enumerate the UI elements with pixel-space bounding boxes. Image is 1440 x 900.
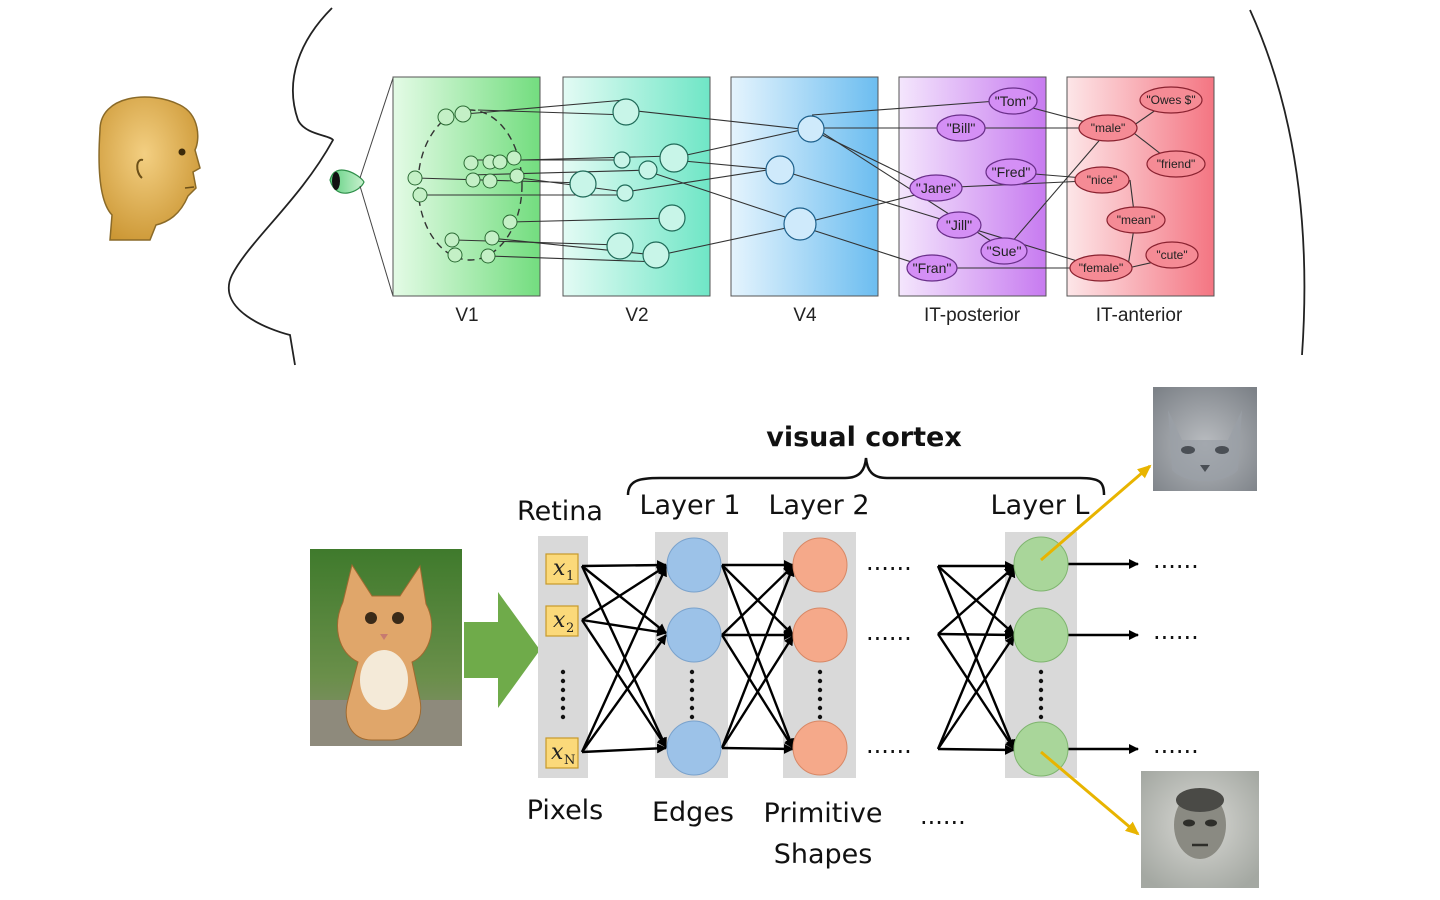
it-posterior-name: "Jane" [916,180,956,196]
output-ellipsis: ...... [1153,546,1199,574]
retina-label: Retina [517,496,603,527]
retina-inputs: x 1 x 2 x N [545,553,579,769]
it-posterior-name: "Tom" [995,93,1031,109]
layer1-node [666,607,722,663]
visual-cortex-brace [626,457,1106,496]
cortex-arc [1249,9,1306,356]
output-ellipsis: ...... [1153,731,1199,759]
feature-arrow-cat [1040,464,1152,562]
input-var: x [551,740,564,765]
face-feature-image-icon [1141,771,1259,888]
layer-label: Layer 2 [768,490,869,521]
eye-icon [329,169,365,194]
area-label-it-posterior: IT-posterior [924,305,1021,326]
layer1-node [666,537,722,593]
head-icon [98,96,201,241]
it-posterior-name: "Bill" [947,120,976,136]
area-label-v2: V2 [625,305,648,326]
cat-feature-image-icon [1153,387,1257,491]
it-posterior-name: "Jill" [946,217,972,233]
v2-receptive-fields [569,98,689,269]
layerL-node [1013,536,1069,592]
layer1-nodes [666,537,722,776]
layerL-node [1013,607,1069,663]
v1-receptive-fields [407,105,525,264]
it-anterior-concept: "mean" [1117,213,1156,227]
layer-ellipsis: ...... [866,548,912,576]
layer-label: Layer L [991,490,1090,521]
caption-edges: Edges [652,797,734,828]
area-label-v1: V1 [455,305,478,326]
it-anterior-concept: "nice" [1087,173,1118,187]
layer2-node [792,607,848,663]
layer-ellipsis: ...... [866,731,912,759]
visual-cortex-title: visual cortex [766,422,962,453]
layer1-node [666,720,722,776]
it-anterior-concept: "friend" [1157,157,1196,171]
it-anterior-concept: "male" [1091,121,1126,135]
vertical-ellipsis [560,669,1044,720]
layer2-node [792,720,848,776]
it-posterior-cells: "Tom" "Bill" "Fred" "Jane" "Jill" "Sue" … [906,87,1038,282]
input-var: x [553,608,566,633]
face-profile-outline [228,7,335,366]
it-anterior-concept: "cute" [1156,248,1187,262]
network-connections [580,559,1139,755]
input-var: x [553,556,566,581]
layer-ellipsis: ...... [866,618,912,646]
caption-pixels: Pixels [527,795,604,826]
caption-shapes: Shapes [774,839,873,870]
it-posterior-name: "Fran" [913,260,952,276]
kitten-photo-icon [310,549,462,746]
area-label-v4: V4 [793,305,817,326]
input-subscript: 1 [566,569,574,584]
layer-label: Layer 1 [639,490,740,521]
input-subscript: 2 [566,621,574,636]
it-anterior-cells: "Owes $" "male" "friend" "nice" "mean" "… [1069,86,1206,282]
it-anterior-concept: "Owes $" [1146,93,1195,107]
caption-ellipsis: ...... [920,802,966,830]
caption-primitive: Primitive [764,798,883,829]
layer2-nodes [792,537,848,776]
output-ellipsis: ...... [1153,617,1199,645]
it-anterior-concept: "female" [1079,261,1124,275]
feature-arrow-face [1040,750,1140,836]
it-posterior-name: "Sue" [987,243,1022,259]
area-label-it-anterior: IT-anterior [1096,305,1183,326]
input-arrow [464,592,540,708]
it-posterior-name: "Fred" [992,164,1031,180]
input-subscript: N [564,753,575,768]
area-v4-panel [730,76,879,297]
layer2-node [792,537,848,593]
v4-receptive-fields [765,115,825,241]
